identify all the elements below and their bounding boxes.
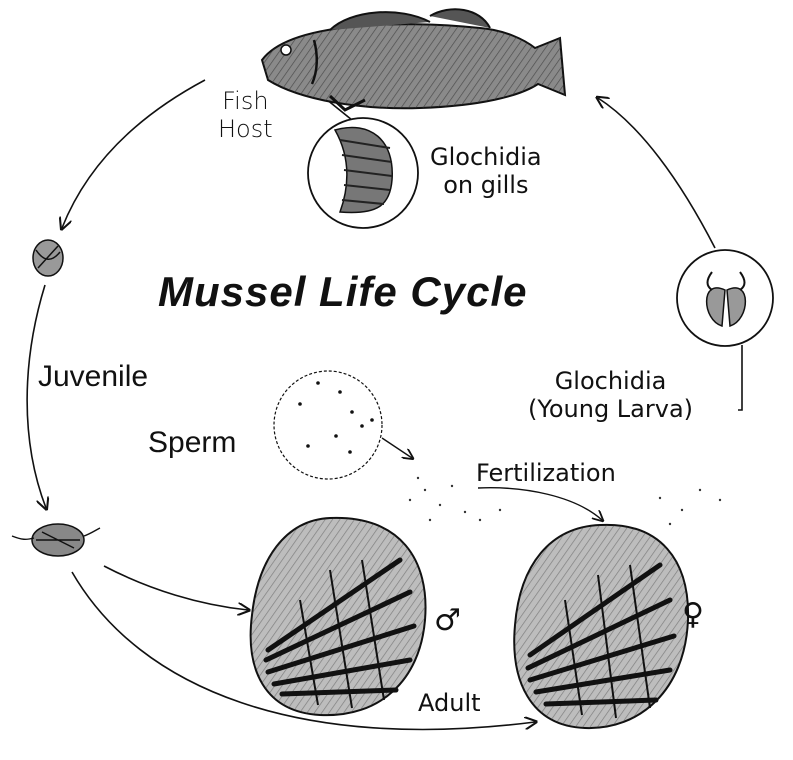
sperm-label: Sperm (148, 426, 236, 461)
arrow-fertilization (478, 488, 602, 520)
female-adult-mussel (514, 525, 688, 728)
arrow-larva-up-to-fish (598, 98, 715, 248)
fertilization-label: Fertilization (476, 460, 616, 488)
glochidia-on-gills-circle (308, 118, 418, 228)
fish-host-illustration (262, 9, 565, 110)
glochidia-on-gills-line2: on gills (430, 172, 542, 200)
glochidia-on-gills-label: Glochidia on gills (430, 144, 542, 199)
sperm-circle (274, 371, 382, 479)
male-adult-mussel (251, 518, 426, 715)
juvenile-mussel-bottom (12, 524, 100, 556)
fish-host-label-line1: Fish (218, 88, 273, 116)
juvenile-label: Juvenile (38, 360, 148, 395)
glochidia-larva-line2: (Young Larva) (528, 396, 693, 424)
glochidia-larva-line1: Glochidia (528, 368, 693, 396)
female-symbol: ♀ (682, 598, 704, 633)
diagram-title: Mussel Life Cycle (158, 268, 527, 316)
arrow-sperm-to-fertilization (382, 438, 412, 458)
arrow-fish-to-juvenile (62, 80, 205, 228)
fish-host-label: Fish Host (218, 88, 273, 143)
fish-host-label-line2: Host (218, 116, 273, 144)
glochidia-larva-label: Glochidia (Young Larva) (528, 368, 693, 423)
glochidia-on-gills-line1: Glochidia (430, 144, 542, 172)
male-symbol: ♂ (434, 604, 461, 639)
arrow-juvenile-down (27, 285, 46, 508)
arrow-larva-to-fish (738, 345, 742, 410)
adult-label: Adult (418, 690, 481, 718)
juvenile-mussel-top (33, 240, 63, 276)
glochidia-larva-circle (677, 250, 773, 346)
arrow-juvenile-to-adult (104, 566, 248, 610)
